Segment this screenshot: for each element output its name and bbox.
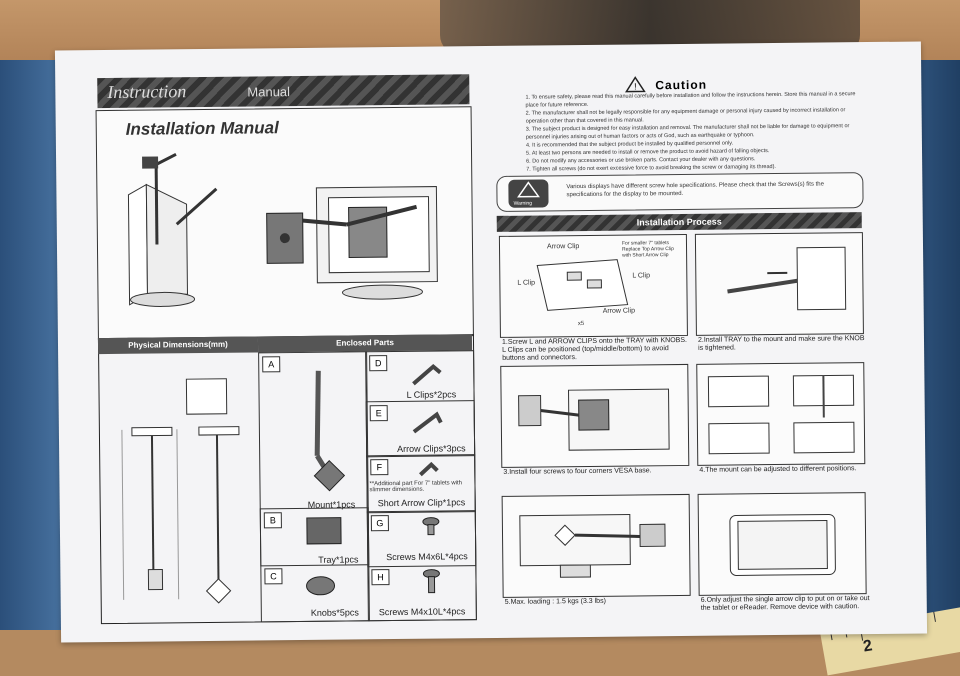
part-letter-f: F <box>370 459 389 476</box>
screw-m4x10-icon <box>422 569 440 594</box>
dimensions-drawing <box>121 378 240 604</box>
part-letter-d: D <box>369 355 388 372</box>
step2-caption: 2.Install TRAY to the mount and make sur… <box>697 335 865 352</box>
mount-positions-illustration <box>707 374 855 455</box>
step5-caption: 5.Max. loading : 1.5 kgs (3.3 lbs) <box>504 597 606 606</box>
part-letter-e: E <box>369 405 388 422</box>
tray-icon <box>306 517 342 545</box>
warning-badge-label: Warning <box>513 200 533 207</box>
part-label-l-clips: L Clips*2pcs <box>406 389 457 400</box>
step1-arrow-clip-label-bottom: Arrow Clip <box>602 307 636 315</box>
short-arrow-clip-icon <box>419 461 439 477</box>
part-label-knobs: Knobs*5pcs <box>310 607 359 618</box>
knob-icon <box>306 576 336 596</box>
svg-text:!: ! <box>634 81 637 91</box>
max-loading-illustration <box>519 514 666 578</box>
installation-manual-heading: Installation Manual <box>125 118 279 139</box>
screw-m4x6-icon <box>422 517 440 536</box>
part-letter-c: C <box>264 568 283 585</box>
vesa-screws-illustration <box>518 388 670 451</box>
step1-l-clip-label-right: L Clip <box>632 272 650 280</box>
part-letter-g: G <box>370 515 389 532</box>
part-label-mount: Mount*1pcs <box>307 499 356 510</box>
part-letter-h: H <box>371 569 390 586</box>
mount-arm-icon <box>313 370 346 492</box>
part-label-short-arrow-clip: Short Arrow Clip*1pcs <box>377 497 466 509</box>
warning-badge-icon <box>508 179 549 208</box>
step1-arrow-clip-label: Arrow Clip <box>546 243 580 251</box>
title-word-manual: Manual <box>247 84 291 100</box>
arrow-clip-icon <box>412 411 443 434</box>
part-letter-b: B <box>263 512 282 529</box>
caution-list: 1. To ensure safety, please read this ma… <box>525 90 856 173</box>
part-label-screws-m4x6: Screws M4x6L*4pcs <box>386 551 468 563</box>
caution-triangle-icon: ! <box>625 76 646 93</box>
step1-l-clip-label-left: L Clip <box>517 279 536 287</box>
step3-caption: 3.Install four screws to four corners VE… <box>503 467 652 476</box>
step6-caption: 6.Only adjust the single arrow clip to p… <box>700 595 870 612</box>
part-label-tray: Tray*1pcs <box>318 554 359 565</box>
part-note-short-clip: **Additional part For 7" tablets with sl… <box>369 480 463 494</box>
tablet-in-tray-illustration <box>729 513 836 576</box>
tray-to-mount-illustration <box>727 246 847 311</box>
caution-title: Caution <box>655 77 708 93</box>
step1-caption: 1.Screw L and ARROW CLIPS onto the TRAY … <box>501 336 687 362</box>
instruction-sheet: Instruction Manual Installation Manual P… <box>54 41 928 643</box>
title-banner: Instruction Manual <box>97 74 470 109</box>
installation-process-header: Installation Process <box>496 212 862 232</box>
part-label-screws-m4x10: Screws M4x10L*4pcs <box>378 606 466 618</box>
tray-with-clips-illustration <box>536 259 629 311</box>
l-clip-icon <box>412 363 442 386</box>
step1-note: For smaller 7" tablets Replace Top Arrow… <box>621 240 674 259</box>
physical-dimensions-header: Physical Dimensions(mm) <box>97 336 259 355</box>
title-word-instruction: Instruction <box>107 81 187 103</box>
step4-caption: 4.The mount can be adjusted to different… <box>699 465 857 474</box>
part-letter-a: A <box>262 356 281 373</box>
hero-monitor-mount-illustration <box>127 152 438 307</box>
part-label-arrow-clips: Arrow Clips*3pcs <box>397 443 466 454</box>
step1-x5-label: x5 <box>577 321 585 328</box>
ruler-number: 2 <box>861 637 874 656</box>
warning-text: Various displays have different screw ho… <box>566 181 824 199</box>
